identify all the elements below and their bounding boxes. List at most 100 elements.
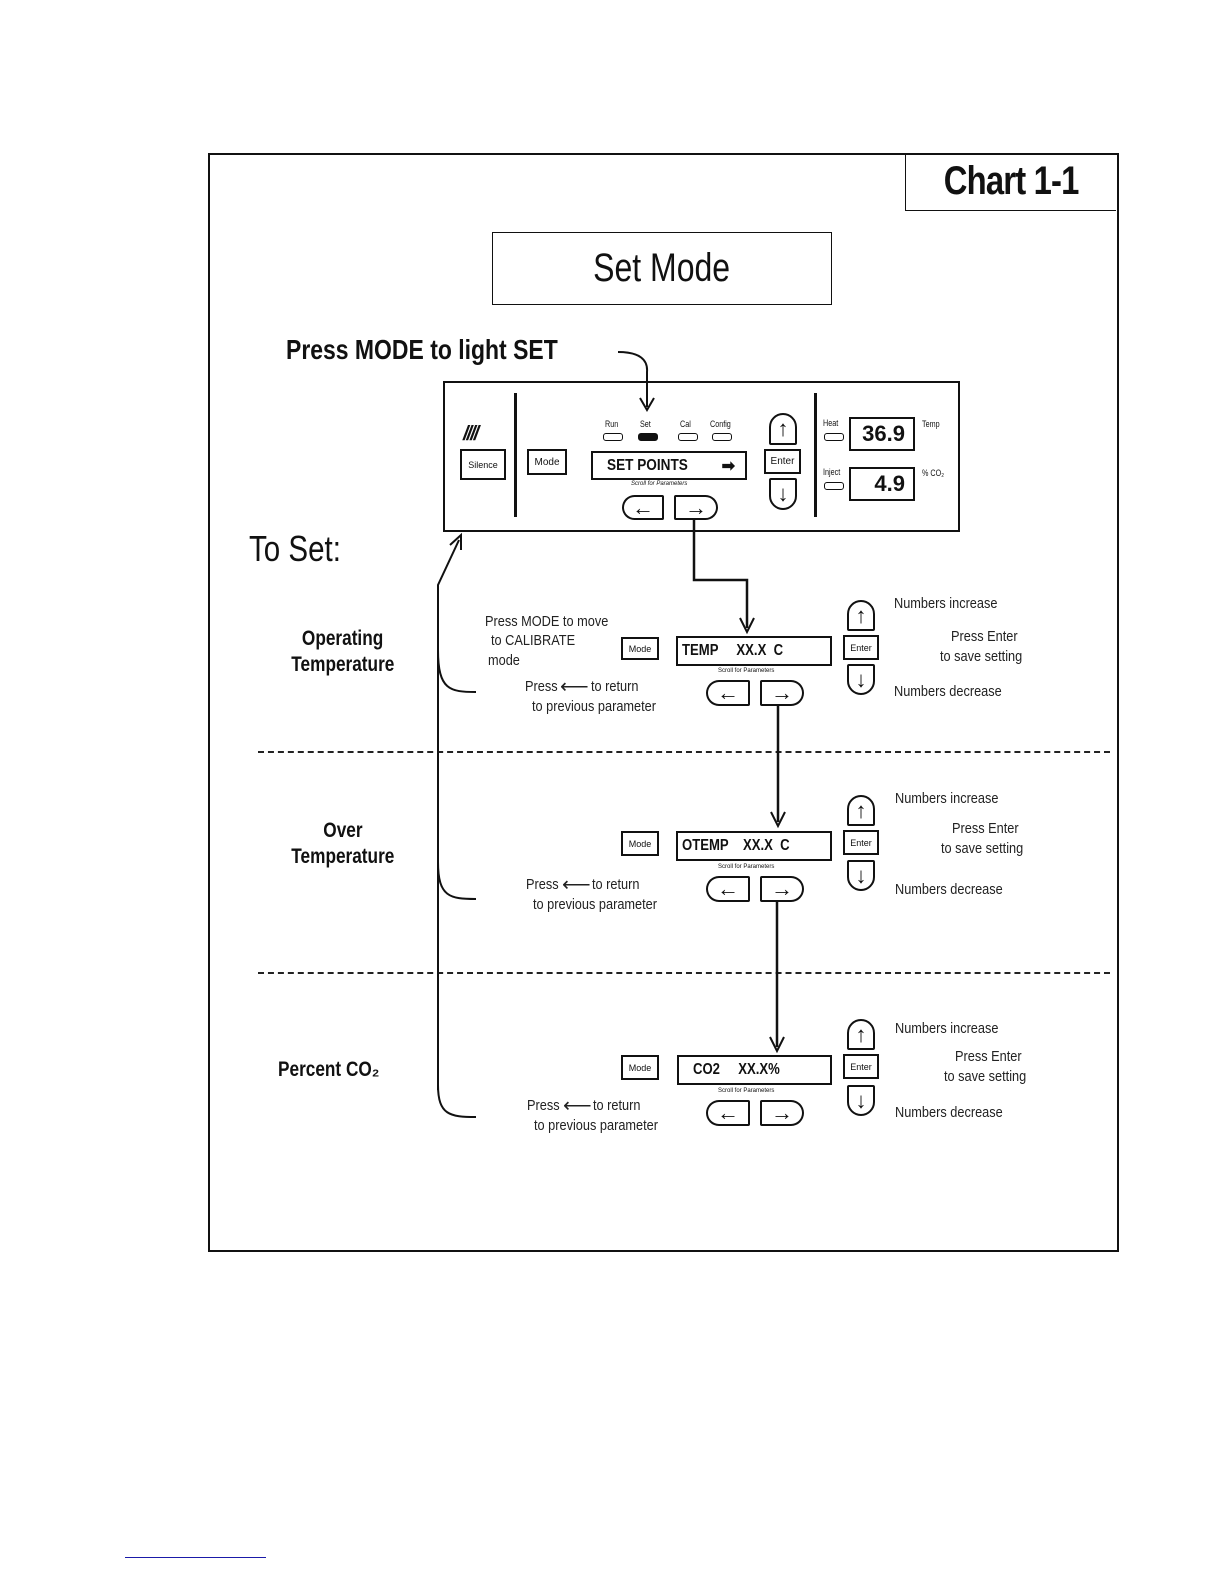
up-button[interactable]: ↑ bbox=[847, 600, 875, 631]
silence-button[interactable]: Silence bbox=[460, 449, 506, 480]
scroll-left-button[interactable]: ← bbox=[706, 1100, 750, 1126]
footnote-rule bbox=[125, 1557, 266, 1558]
flow-arrowhead bbox=[770, 811, 786, 829]
decrease-note-text: Numbers decrease bbox=[894, 683, 1002, 700]
down-arrow-icon: ↓ bbox=[855, 666, 867, 692]
mode-note: Press MODE to move bbox=[485, 613, 630, 630]
return-note: to previous parameter bbox=[534, 1117, 680, 1134]
chart-number-text: Chart 1-1 bbox=[943, 159, 1080, 203]
inline-left-arrow-icon: ⟵ bbox=[563, 1095, 592, 1117]
return-note-text: to previous parameter bbox=[532, 698, 657, 715]
indicator-led-run bbox=[603, 433, 623, 441]
enter-button[interactable]: Enter bbox=[843, 830, 879, 855]
lcd-display: CO2 XX.X% bbox=[677, 1055, 832, 1085]
return-note-text: Press bbox=[526, 876, 559, 893]
indicator-led-config bbox=[712, 433, 732, 441]
increase-note-text: Numbers increase bbox=[894, 595, 998, 612]
heat-label: Heat bbox=[823, 418, 839, 428]
indicator-label-config: Config bbox=[710, 419, 731, 429]
increase-note: Numbers increase bbox=[895, 790, 1017, 807]
section-divider bbox=[258, 972, 1110, 974]
enter-button[interactable]: Enter bbox=[843, 1054, 879, 1079]
mode-button[interactable]: Mode bbox=[621, 1055, 659, 1080]
enter-note-text: Press Enter bbox=[952, 820, 1019, 837]
co2-unit-label: % CO₂ bbox=[922, 468, 944, 478]
mode-note: to CALIBRATE bbox=[491, 632, 590, 649]
section-label-line: Operating bbox=[301, 627, 384, 650]
enter-note: Press Enter bbox=[952, 820, 1030, 837]
up-arrow-icon: ↑ bbox=[855, 797, 867, 823]
heat-led bbox=[824, 433, 844, 441]
page-title: Set Mode bbox=[593, 246, 731, 290]
indicator-label-cal: Cal bbox=[680, 419, 691, 429]
enter-note: to save setting bbox=[944, 1068, 1041, 1085]
return-note: to previous parameter bbox=[532, 698, 678, 715]
up-button[interactable]: ↑ bbox=[847, 1019, 875, 1050]
return-arrowhead bbox=[449, 532, 462, 550]
title-box: Set Mode bbox=[492, 232, 832, 305]
return-bracket bbox=[437, 539, 460, 1090]
return-note: to previous parameter bbox=[533, 896, 679, 913]
enter-note-text: to save setting bbox=[941, 840, 1024, 857]
return-curve bbox=[437, 649, 477, 693]
mode-note-line: Press MODE to move bbox=[485, 613, 609, 630]
return-curve bbox=[437, 861, 477, 900]
control-panel: //// Silence Mode Run Set Cal Config SET… bbox=[443, 381, 960, 532]
left-arrow-icon: ← bbox=[632, 494, 654, 520]
right-arrow-icon: ➡ bbox=[721, 457, 735, 475]
return-note: to return bbox=[593, 1097, 649, 1114]
return-curve bbox=[437, 1084, 477, 1118]
up-arrow-icon: ↑ bbox=[777, 416, 789, 441]
section-label-line: Over bbox=[322, 819, 363, 842]
lcd-text: OTEMP XX.X C bbox=[682, 837, 790, 854]
scroll-left-button[interactable]: ← bbox=[706, 680, 750, 706]
inline-left-arrow-icon: ⟵ bbox=[562, 874, 591, 896]
to-set-text: To Set: bbox=[249, 528, 341, 569]
mode-button[interactable]: Mode bbox=[621, 831, 659, 856]
enter-note: Press Enter bbox=[951, 628, 1029, 645]
return-note-text: to return bbox=[591, 678, 639, 695]
enter-button[interactable]: Enter bbox=[843, 635, 879, 660]
scroll-right-button[interactable]: → bbox=[760, 1100, 804, 1126]
mode-button[interactable]: Mode bbox=[621, 637, 659, 660]
scroll-right-button[interactable]: → bbox=[760, 876, 804, 902]
mode-button[interactable]: Mode bbox=[527, 449, 567, 475]
increase-note: Numbers increase bbox=[895, 1020, 1017, 1037]
scroll-left-button[interactable]: ← bbox=[622, 495, 664, 520]
scroll-right-button[interactable]: → bbox=[760, 680, 804, 706]
enter-note-text: Press Enter bbox=[951, 628, 1018, 645]
decrease-note-text: Numbers decrease bbox=[895, 1104, 1003, 1121]
section-label-percent-co2: Percent CO₂ bbox=[278, 1057, 402, 1083]
scroll-left-button[interactable]: ← bbox=[706, 876, 750, 902]
down-button[interactable]: ↓ bbox=[847, 860, 875, 891]
down-button[interactable]: ↓ bbox=[847, 1085, 875, 1116]
lcd-display: TEMP XX.X C bbox=[676, 636, 832, 666]
scroll-right-button[interactable]: → bbox=[674, 495, 718, 520]
enter-button[interactable]: Enter bbox=[764, 449, 801, 474]
temperature-readout: 36.9 bbox=[849, 417, 915, 451]
return-note-text: Press bbox=[527, 1097, 560, 1114]
return-note-text: to return bbox=[593, 1097, 641, 1114]
co2-readout: 4.9 bbox=[849, 467, 915, 501]
right-arrow-icon: → bbox=[771, 876, 793, 901]
scroll-caption: Scroll for Parameters bbox=[718, 1088, 775, 1094]
decrease-note: Numbers decrease bbox=[895, 881, 1022, 898]
flow-line bbox=[692, 518, 749, 628]
up-button[interactable]: ↑ bbox=[769, 413, 797, 445]
up-button[interactable]: ↑ bbox=[847, 795, 875, 826]
section-label-line: Temperature bbox=[290, 845, 395, 868]
return-note: to return bbox=[592, 876, 648, 893]
decrease-note: Numbers decrease bbox=[895, 1104, 1022, 1121]
up-arrow-icon: ↑ bbox=[855, 1021, 867, 1047]
down-button[interactable]: ↓ bbox=[847, 664, 875, 695]
lcd-display: OTEMP XX.X C bbox=[676, 831, 832, 861]
section-label-operating-temperature: Operating Temperature bbox=[270, 626, 415, 678]
return-note: Press bbox=[525, 678, 563, 695]
lcd-text: SET POINTS bbox=[607, 456, 688, 474]
down-button[interactable]: ↓ bbox=[769, 478, 797, 510]
lcd-text: CO2 XX.X% bbox=[693, 1061, 780, 1078]
mode-note: mode bbox=[488, 652, 526, 669]
increase-note-text: Numbers increase bbox=[895, 1020, 999, 1037]
temp-unit-label: Temp bbox=[922, 419, 940, 429]
instruction-arrow bbox=[617, 351, 649, 407]
